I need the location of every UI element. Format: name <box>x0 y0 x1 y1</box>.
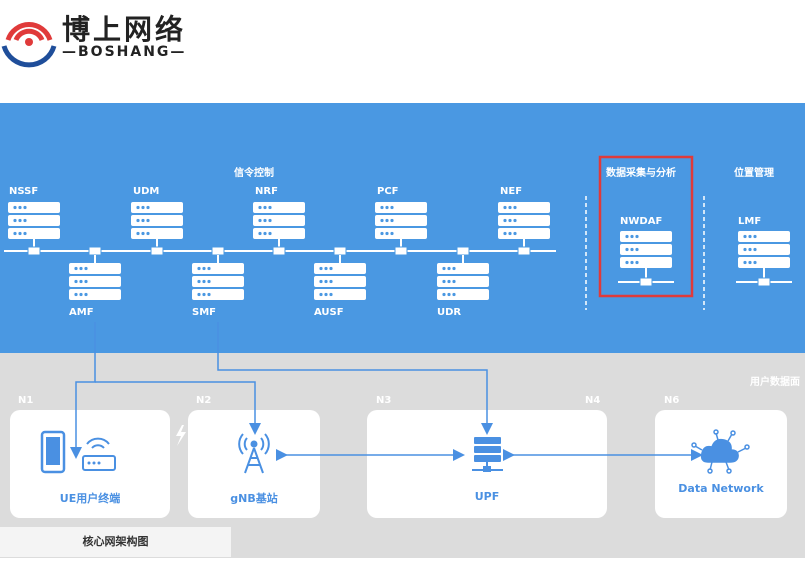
nwdaf-highlight-box <box>598 155 694 298</box>
nwdaf-label: NWDAF <box>620 216 663 227</box>
footer-tab <box>0 527 231 557</box>
location-management-label: 位置管理 <box>734 168 774 179</box>
n4-label: N4 <box>585 395 601 406</box>
nwdaf-server-icon <box>618 231 674 287</box>
lmf-server-icon <box>736 231 792 287</box>
user-plane-label: 用户数据面 <box>750 377 800 388</box>
smf-label: SMF <box>192 307 216 318</box>
udr-label: UDR <box>437 307 462 318</box>
boshang-logo-icon <box>1 22 57 68</box>
router-icon <box>82 437 116 471</box>
n6-label: N6 <box>664 395 680 406</box>
udm-server-icon <box>131 202 183 256</box>
brand-title: 博上网络 <box>62 13 187 46</box>
n1-label: N1 <box>18 395 34 406</box>
dn-card <box>655 410 787 518</box>
smf-to-upf-link <box>217 322 493 435</box>
nef-label: NEF <box>500 186 523 197</box>
pcf-server-icon <box>375 202 427 256</box>
nrf-label: NRF <box>255 186 278 197</box>
udm-label: UDM <box>133 186 160 197</box>
signaling-control-label: 信令控制 <box>234 168 274 179</box>
amf-to-ue-link <box>70 322 96 459</box>
data-network-label: Data Network <box>678 482 764 495</box>
amf-label: AMF <box>69 307 94 318</box>
upf-server-icon <box>472 437 503 472</box>
ausf-label: AUSF <box>314 307 344 318</box>
cloud-network-icon <box>691 429 750 474</box>
cell-tower-icon <box>238 433 270 474</box>
n3-label: N3 <box>376 395 392 406</box>
brand-subtitle: —BOSHANG— <box>62 44 187 60</box>
amf-server-icon <box>69 246 121 300</box>
udr-server-icon <box>437 246 489 300</box>
lightning-icon <box>176 425 186 446</box>
ue-label: UE用户终端 <box>59 492 121 505</box>
data-collection-label: 数据采集与分析 <box>606 168 676 179</box>
gnb-label: gNB基站 <box>230 492 278 505</box>
n2-label: N2 <box>196 395 212 406</box>
amf-to-gnb-link <box>95 381 261 435</box>
pcf-label: PCF <box>377 186 399 197</box>
smf-server-icon <box>192 246 244 300</box>
upf-label: UPF <box>474 490 500 503</box>
phone-icon <box>40 430 66 474</box>
nef-server-icon <box>498 202 550 256</box>
nssf-server-icon <box>8 202 60 256</box>
lmf-label: LMF <box>738 216 762 227</box>
nrf-server-icon <box>253 202 305 256</box>
footer-label: 核心网架构图 <box>82 535 149 548</box>
ausf-server-icon <box>314 246 366 300</box>
nssf-label: NSSF <box>9 186 39 197</box>
